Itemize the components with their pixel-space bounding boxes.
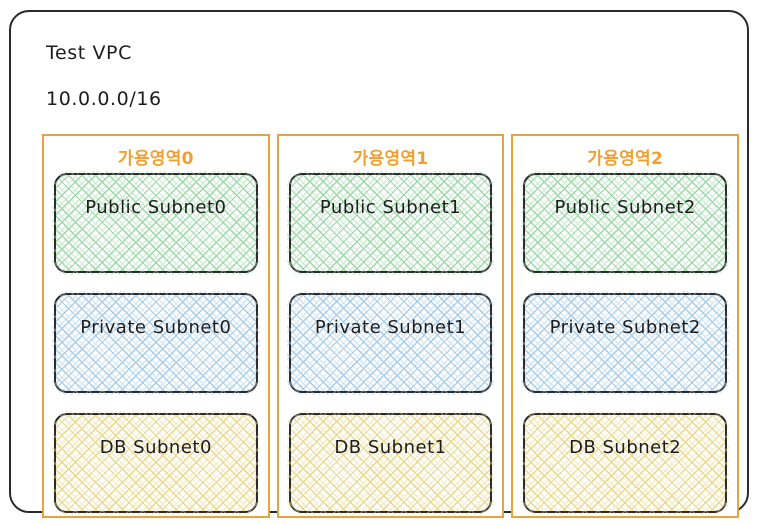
- subnet-private-0: Private Subnet0: [52, 291, 260, 395]
- subnet-db-2-label: DB Subnet2: [569, 437, 682, 458]
- subnet-db-0-label: DB Subnet0: [99, 437, 212, 458]
- hatch-overflow-icon: [52, 171, 260, 275]
- subnet-private-2: Private Subnet2: [521, 291, 730, 395]
- subnet-public-2: Public Subnet2: [521, 171, 730, 275]
- availability-zone-2: 가용영역2 Public Subnet2 Private Subnet2 DB …: [511, 134, 740, 518]
- subnet-public-1: Public Subnet1: [286, 171, 495, 275]
- vpc-title: Test VPC: [46, 42, 132, 64]
- subnet-stack-1: Public Subnet1 Private Subnet1 DB Subnet…: [286, 171, 495, 516]
- subnet-public-0-label: Public Subnet0: [85, 197, 227, 218]
- hatch-overflow-icon: [286, 171, 495, 275]
- hatch-overflow-icon: [52, 291, 260, 395]
- availability-zone-row: 가용영역0 Public Subnet0 Private Subnet0 DB …: [42, 134, 740, 518]
- subnet-db-2: DB Subnet2: [521, 411, 730, 515]
- subnet-private-1-label: Private Subnet1: [314, 317, 467, 338]
- hatch-overflow-icon: [521, 291, 730, 395]
- hatch-overflow-icon: [521, 411, 730, 515]
- subnet-private-0-label: Private Subnet0: [80, 317, 232, 338]
- vpc-container: Test VPC 10.0.0.0/16 가용영역0 Public Subnet…: [9, 10, 749, 518]
- subnet-db-1: DB Subnet1: [286, 411, 495, 515]
- subnet-db-0: DB Subnet0: [52, 411, 260, 515]
- subnet-public-0: Public Subnet0: [52, 171, 260, 275]
- subnet-public-1-label: Public Subnet1: [319, 197, 462, 218]
- subnet-private-2-label: Private Subnet2: [549, 317, 701, 338]
- subnet-stack-2: Public Subnet2 Private Subnet2 DB Subnet…: [521, 171, 730, 516]
- vpc-cidr-label: 10.0.0.0/16: [46, 88, 162, 110]
- hatch-overflow-icon: [286, 411, 495, 515]
- subnet-db-1-label: DB Subnet1: [334, 437, 447, 458]
- availability-zone-1-label: 가용영역1: [352, 149, 429, 169]
- hatch-overflow-icon: [286, 291, 495, 395]
- subnet-public-2-label: Public Subnet2: [554, 197, 696, 218]
- subnet-private-1: Private Subnet1: [286, 291, 495, 395]
- hatch-overflow-icon: [52, 411, 260, 515]
- availability-zone-0: 가용영역0 Public Subnet0 Private Subnet0 DB …: [42, 134, 270, 518]
- hatch-overflow-icon: [521, 171, 730, 275]
- availability-zone-2-label: 가용영역2: [587, 149, 664, 169]
- availability-zone-1: 가용영역1 Public Subnet1 Private Subnet1 DB …: [276, 134, 505, 518]
- availability-zone-0-label: 가용영역0: [117, 149, 194, 169]
- subnet-stack-0: Public Subnet0 Private Subnet0 DB Subnet…: [52, 171, 260, 516]
